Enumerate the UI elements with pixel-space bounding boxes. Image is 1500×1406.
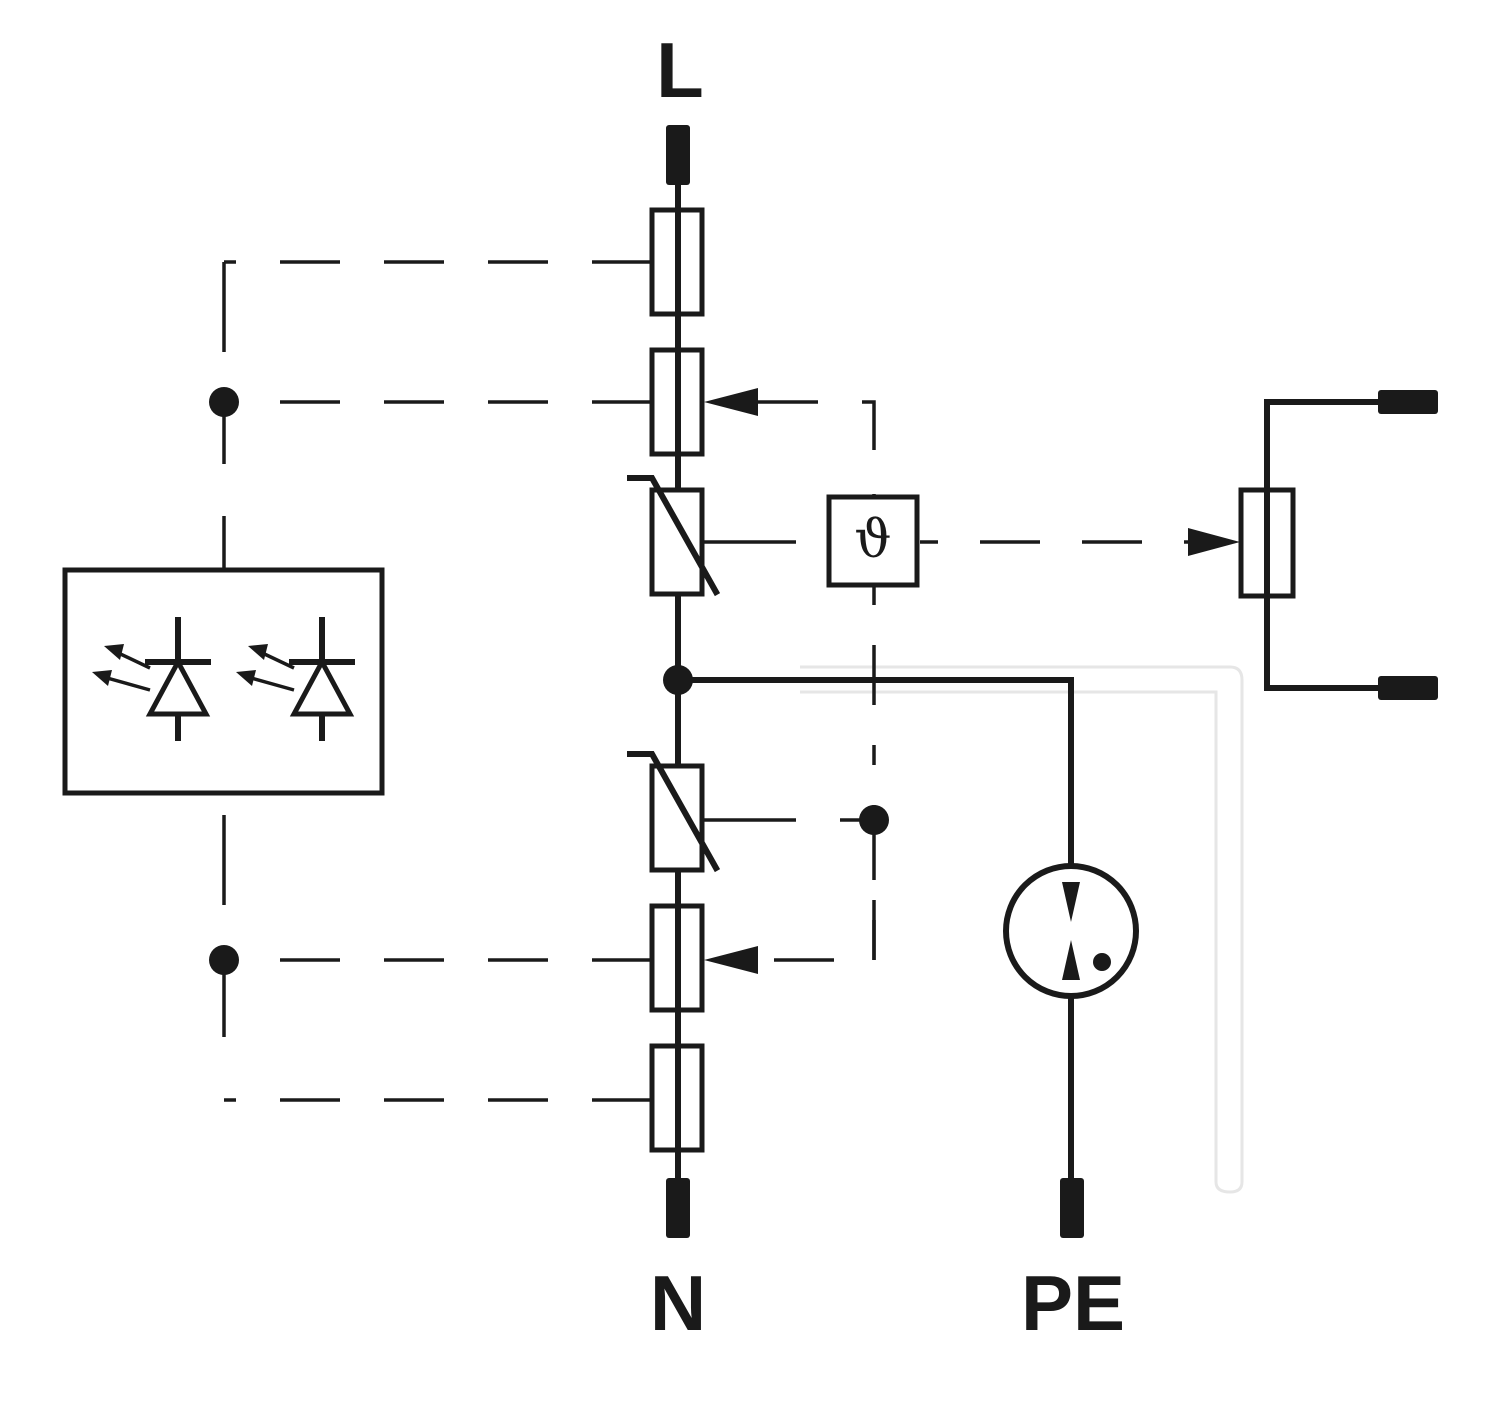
signal-terminal-top bbox=[1378, 390, 1438, 414]
thermal-coupling-bottom bbox=[758, 900, 876, 962]
terminal-label-l: L bbox=[656, 26, 704, 114]
led-2 bbox=[236, 617, 355, 741]
varistor-top bbox=[627, 475, 721, 597]
thermal-coupling-top bbox=[758, 400, 876, 497]
thermal-disconnector-top bbox=[649, 347, 758, 457]
link-dot-top bbox=[209, 387, 239, 417]
arrow-head-bottom bbox=[704, 946, 758, 974]
thermal-disconnector-bottom bbox=[649, 903, 758, 1013]
thermal-coupling-dot bbox=[859, 805, 889, 835]
thermal-symbol: ϑ bbox=[854, 510, 891, 570]
pe-conductor bbox=[675, 677, 1074, 869]
terminal-label-n: N bbox=[650, 1259, 706, 1347]
link-dot-bottom bbox=[209, 945, 239, 975]
led-1 bbox=[92, 617, 211, 741]
varistor-bottom bbox=[627, 751, 721, 873]
signal-arrow-head bbox=[1188, 528, 1240, 556]
gas-discharge-tube bbox=[1003, 863, 1139, 999]
terminal-n bbox=[666, 1178, 690, 1238]
terminal-l bbox=[666, 125, 690, 185]
fuse-bottom bbox=[649, 1043, 705, 1153]
fuse-top bbox=[649, 207, 705, 317]
terminal-label-pe: PE bbox=[1021, 1259, 1125, 1347]
status-indicator-leds bbox=[62, 567, 385, 796]
signal-terminal-bottom bbox=[1378, 676, 1438, 700]
arrow-head-top bbox=[704, 388, 758, 416]
thermal-sensor: ϑ bbox=[826, 494, 920, 588]
background-guide bbox=[800, 665, 1244, 1194]
remote-signalling-contact bbox=[1238, 399, 1383, 691]
